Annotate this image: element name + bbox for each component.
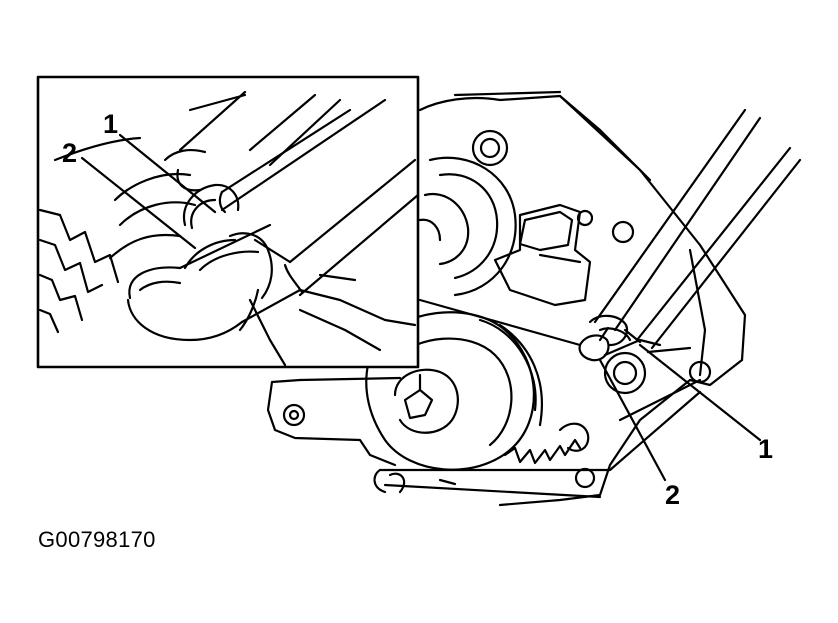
inset-detail [36, 75, 420, 369]
main-callout-1: 1 [758, 434, 773, 464]
figure-id: G00798170 [38, 527, 156, 552]
leader-line [418, 298, 582, 347]
leader-1-inset [118, 133, 217, 214]
leader-2-inset [80, 156, 197, 250]
pliers-tool [578, 108, 802, 362]
inset-callout-2: 2 [62, 138, 77, 168]
engine-block [266, 90, 747, 507]
main-callout-2: 2 [665, 480, 680, 510]
leader-2-main [598, 358, 667, 482]
inset-callout-1: 1 [103, 109, 118, 139]
leader-1-main [638, 343, 762, 442]
